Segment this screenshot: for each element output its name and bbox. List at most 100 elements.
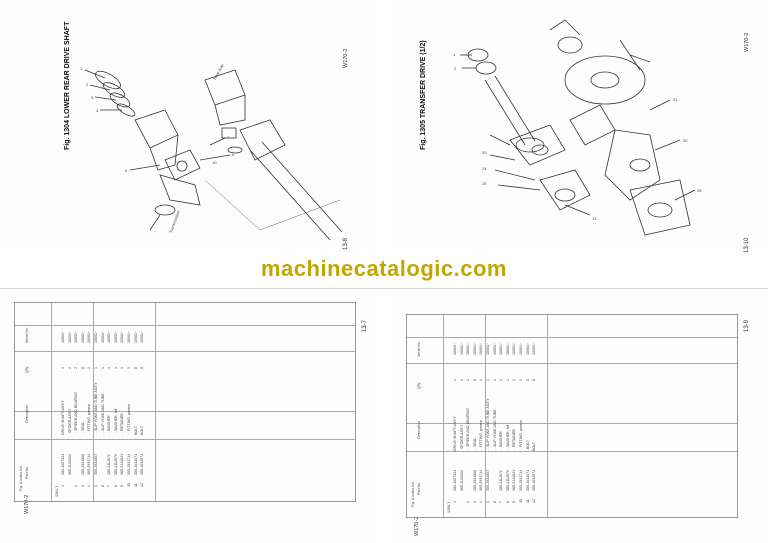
row-qty: 1 [512, 379, 517, 381]
row-qty: 1 [519, 379, 523, 381]
row-index: 1 [61, 485, 65, 487]
row-qty: 1 [120, 367, 125, 369]
row-qty: 1 [113, 367, 118, 369]
row-qty: 1 [505, 379, 510, 381]
row-serial: 10001~ [519, 342, 523, 355]
row-part-no: 385-1103334 [459, 470, 464, 491]
row-serial: 10001~ [479, 342, 484, 355]
column-separator [443, 315, 444, 517]
row-description: . . SPIDER AND BEARING [466, 408, 471, 451]
row-index: 5 [94, 485, 98, 487]
row-part-no: 385-4032071 [525, 469, 530, 491]
row-description: . . WASHER [499, 431, 504, 451]
row-qty: 8 [532, 379, 537, 381]
row-qty: 8 [525, 379, 530, 381]
fig-label: 1304-1 [55, 485, 59, 497]
row-index: 4 [87, 485, 92, 487]
row-index: 7 [107, 485, 112, 487]
page-divider [0, 288, 768, 289]
row-separator [407, 337, 737, 338]
model-code: W170-2 [414, 516, 420, 536]
parts-table: Fig. & Index No. Part No. Description Q'… [14, 302, 356, 502]
row-description: BOLT [532, 441, 537, 451]
row-description: . . WASHER [107, 415, 112, 435]
row-index: 8 [505, 501, 510, 503]
row-separator [15, 325, 355, 326]
row-index: 6 [100, 485, 105, 487]
row-separator [15, 439, 355, 440]
row-qty: 8 [80, 367, 85, 369]
row-index: 4 [479, 501, 484, 503]
row-part-no: 385-2931714 [127, 453, 131, 475]
row-index: 9 [512, 501, 517, 503]
row-part-no: 385-2112071 [499, 470, 504, 491]
row-description: . . RETAINER [512, 429, 517, 451]
header-part-no: Part No. [25, 465, 29, 479]
callout-number: 5 [125, 168, 128, 173]
row-part-no: 385-2112070 [113, 454, 118, 475]
row-part-no: 385-2931714 [479, 469, 484, 491]
row-part-no: 385-2931607 [486, 469, 490, 491]
parts-table: Fig. & Index No. Part No. Description Q'… [406, 314, 738, 518]
callout-number: 30 [683, 138, 688, 143]
row-index: 8 [113, 485, 118, 487]
row-description: BOLT [133, 425, 138, 435]
callout-number: 1 [453, 52, 456, 57]
row-description: . BOLT [525, 439, 530, 451]
row-serial: 10001~ [505, 342, 510, 355]
page-number: 13-7 [362, 319, 368, 332]
row-qty: 4 [479, 379, 484, 381]
row-qty: 2 [87, 367, 92, 369]
row-qty: 2 [466, 379, 471, 381]
row-description: DRIVE SHAFT ASS'Y [61, 400, 65, 435]
row-part-no: 385-2931606 [80, 453, 85, 475]
row-description: . . RETAINER [120, 413, 125, 435]
row-index: 12 [532, 499, 537, 503]
callout-number: 2 [454, 66, 457, 71]
row-serial: 10001~ [113, 330, 118, 343]
page-number: 13-9 [744, 319, 750, 332]
row-index: 9 [120, 485, 125, 487]
row-index: 3 [472, 501, 477, 503]
row-index: 7 [499, 501, 504, 503]
row-serial: 10001~ [80, 330, 85, 343]
row-serial: 10001~ [67, 330, 72, 343]
column-separator [51, 303, 52, 501]
callout-number: 26 [697, 188, 702, 193]
row-qty: 1 [100, 367, 105, 369]
page-top-right: Fig. 1305 TRANSFER DRIVE (1/2) W170-2 13… [390, 0, 768, 253]
callout-number: 31 [673, 97, 678, 102]
row-qty: 1 [61, 367, 65, 369]
row-description: . . FITTING, grease [519, 420, 523, 451]
row-qty: 2 [459, 379, 464, 381]
header-fig-no: Fig. & Index No. [411, 481, 415, 507]
row-index: 2 [74, 485, 79, 487]
header-qty: Q'ty [25, 366, 29, 373]
row-part-no: 385-1007331 [453, 469, 457, 491]
row-serial: 10001~ [100, 330, 105, 343]
exploded-diagram-drive-shaft [84, 69, 343, 241]
row-serial: 10001~ [133, 330, 138, 343]
row-description: . . FITTING, grease [479, 420, 484, 451]
row-part-no: 385-2931606 [472, 469, 477, 491]
row-separator [15, 411, 355, 412]
watermark-text: machinecatalogic.com [261, 256, 507, 281]
row-serial: 10001~ [459, 342, 464, 355]
row-part-no: 385-2931714 [87, 453, 92, 475]
row-serial: 10001~ [499, 342, 504, 355]
header-fig-no: Fig. & Index No. [19, 465, 23, 491]
callout-number: 13 [592, 216, 597, 221]
row-description: . . SLIP YOKE AND TUBE [492, 409, 497, 451]
page-bottom-right: 13-9 W170-2 Fig. & Index No. Part No. De… [390, 292, 768, 543]
row-serial: 10001~ [492, 342, 497, 355]
column-separator [485, 315, 486, 517]
row-qty: 8 [472, 379, 477, 381]
row-description: . . SEAL [80, 421, 85, 435]
header-qty: Q'ty [417, 382, 421, 389]
row-description: . . WASHER, felt [505, 424, 510, 451]
row-part-no: 385-4032071 [133, 453, 138, 475]
row-separator [15, 351, 355, 352]
row-qty: 1 [453, 379, 457, 381]
row-part-no: 385-2112071 [107, 454, 112, 475]
row-serial: 10001~ [140, 330, 145, 343]
